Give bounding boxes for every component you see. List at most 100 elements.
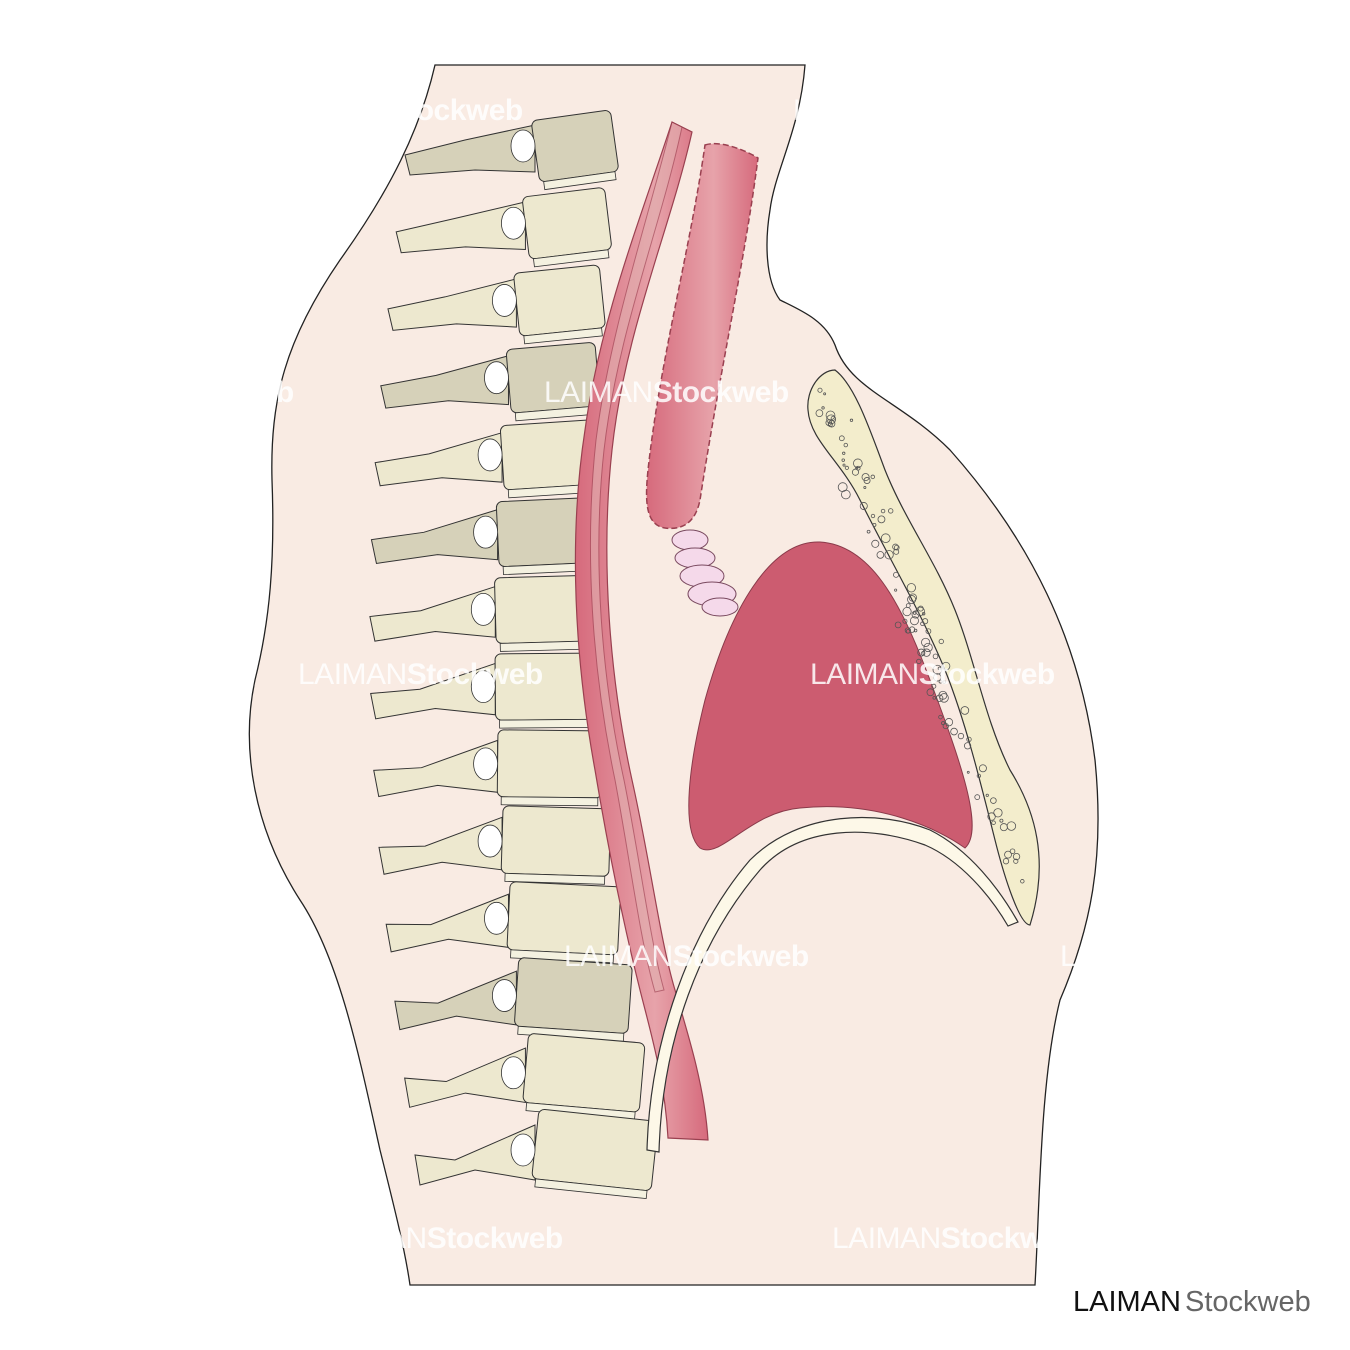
marrow-dot	[894, 621, 902, 629]
vertebra	[378, 805, 612, 885]
marrow-dot	[976, 773, 982, 779]
marrow-dot	[941, 661, 951, 671]
marrow-dot	[985, 793, 989, 797]
marrow-dot	[923, 642, 933, 653]
marrow-dot	[950, 727, 958, 736]
marrow-dot	[999, 823, 1008, 832]
marrow-dot	[821, 406, 825, 410]
vertebra	[394, 957, 633, 1042]
marrow-dot	[1009, 848, 1016, 854]
marrow-dot	[978, 764, 987, 773]
marrow-dot	[991, 820, 996, 825]
marrow-dot	[921, 611, 926, 616]
marrow-dot	[921, 637, 931, 647]
sternum-marrow-dots	[815, 387, 1025, 884]
watermark-text: Stockweb	[157, 940, 295, 973]
marrow-dot	[853, 458, 863, 469]
marrow-dot	[877, 515, 886, 524]
watermark-text: LAIMAN	[544, 376, 653, 409]
marrow-dot	[913, 628, 918, 633]
watermark-text: LAIMAN	[810, 658, 919, 691]
marrow-dot	[907, 595, 917, 605]
watermark-text: Stockweb	[1168, 376, 1306, 409]
watermark-text: LAIMAN	[49, 376, 158, 409]
marrow-dot	[870, 474, 876, 480]
marrow-dot	[902, 607, 912, 617]
trachea	[645, 143, 759, 530]
vertebra	[373, 729, 604, 807]
marrow-dot	[944, 718, 954, 727]
marrow-dot	[912, 611, 917, 615]
watermark-text: Stockweb	[901, 94, 1039, 127]
marrow-dot	[823, 392, 827, 396]
marrow-dot	[1004, 850, 1012, 859]
watermark: LAIMANStockweb	[810, 658, 1055, 692]
watermark-text: LAIMAN	[278, 94, 387, 127]
vertebra	[387, 264, 606, 345]
marrow-dot	[933, 673, 942, 682]
watermark-text: Stockweb	[426, 1222, 564, 1255]
logo-text: LAIMAN	[1073, 1286, 1181, 1318]
marrow-dot	[838, 435, 845, 442]
marrow-dot	[863, 486, 867, 489]
marrow-dot	[842, 451, 846, 455]
marrow-dot	[1020, 879, 1025, 884]
diaphragm	[646, 816, 1019, 1153]
marrow-dot	[894, 544, 900, 551]
marrow-dot	[916, 658, 922, 665]
marrow-dot	[893, 571, 900, 578]
marrow-dot	[990, 797, 997, 804]
heart	[688, 541, 973, 851]
marrow-dot	[938, 690, 948, 700]
watermark-text: LAIMAN	[49, 940, 158, 973]
watermark-text: Stockweb	[406, 658, 544, 691]
marrow-dot	[922, 648, 931, 657]
marrow-dot	[966, 736, 972, 743]
watermark-text: LAIMAN	[793, 94, 902, 127]
vertebra	[385, 881, 622, 964]
vertebra	[404, 1033, 646, 1121]
marrow-dot	[993, 808, 1003, 818]
marrow-dot	[906, 583, 916, 593]
watermark: LAIMANStockweb	[1060, 376, 1305, 410]
marrow-dot	[938, 638, 944, 645]
marrow-dot	[932, 664, 943, 675]
watermark: LAIMANStockweb	[49, 940, 294, 974]
marrow-dot	[909, 616, 919, 626]
marrow-dot	[884, 550, 894, 560]
watermark-text: LAIMAN	[1060, 940, 1169, 973]
watermark: LAIMANStockweb	[49, 376, 294, 410]
watermark: LAIMANStockweb	[1060, 940, 1305, 974]
marrow-dot	[920, 651, 926, 656]
watermark: LAIMANStockweb	[564, 940, 809, 974]
esophagus-tube	[589, 121, 683, 993]
bronchus	[671, 529, 739, 617]
marrow-dot	[938, 679, 943, 684]
marrow-dot	[941, 721, 946, 726]
marrow-dot	[841, 458, 845, 462]
marrow-dot	[905, 628, 911, 634]
marrow-dot	[827, 421, 833, 427]
marrow-dot	[942, 680, 946, 684]
marrow-dot	[902, 618, 908, 624]
watermark-text: Stockweb	[386, 94, 524, 127]
marrow-dot	[935, 694, 944, 702]
marrow-dot	[888, 508, 894, 514]
marrow-dot	[957, 732, 965, 740]
watermark: LAIMANStockweb	[544, 376, 789, 410]
marrow-dot	[931, 683, 937, 689]
watermark: LAIMANStockweb	[793, 94, 1038, 128]
watermark-text: LAIMAN	[832, 1222, 941, 1255]
marrow-dot	[1012, 852, 1021, 861]
watermark-text: LAIMAN	[564, 940, 673, 973]
marrow-dot	[859, 502, 868, 510]
marrow-dot	[872, 522, 877, 527]
marrow-dot	[837, 482, 848, 493]
vertebra	[414, 1109, 659, 1200]
marrow-dot	[922, 618, 929, 625]
marrow-dot	[974, 794, 981, 800]
watermark-text: Stockweb	[1168, 940, 1306, 973]
marrow-dot	[851, 468, 859, 476]
